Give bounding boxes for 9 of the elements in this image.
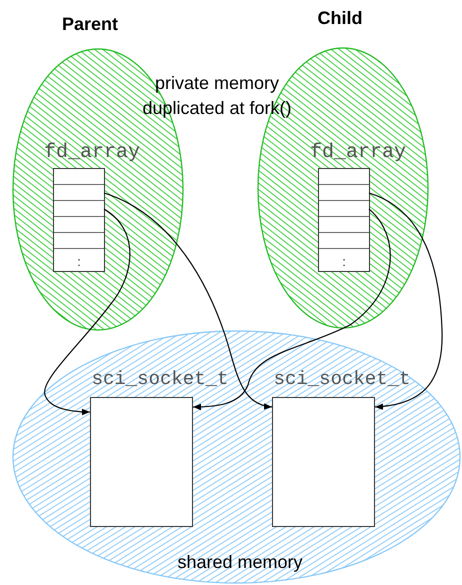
region-heading: Child [316,8,364,29]
arrow [368,192,443,410]
arrow [104,192,272,409]
slot-ellipsis: : [77,254,81,268]
arrow [193,208,391,410]
slot-ellipsis: : [342,254,346,268]
region-heading: Parent [60,14,120,35]
region-heading: shared memory [176,552,304,573]
arrow [44,208,130,416]
